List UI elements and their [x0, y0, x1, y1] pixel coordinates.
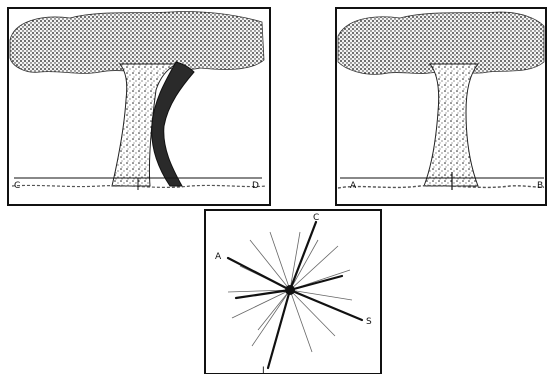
right-tree-canopy: [337, 11, 545, 75]
left-tree-branch: [151, 61, 195, 187]
root-i: [266, 288, 292, 370]
left-tree-trunk: [111, 63, 178, 187]
root-e: [288, 274, 344, 292]
left-label-c: C: [14, 181, 20, 191]
major-roots: [226, 220, 364, 370]
right-label-a: A: [350, 181, 357, 191]
bottom-label-i: I: [262, 366, 265, 374]
bottom-label-c: C: [313, 213, 319, 223]
right-ground: [337, 184, 545, 189]
root-w: [234, 288, 292, 300]
left-tree-canopy: [9, 11, 265, 74]
bottom-label-a: A: [215, 252, 222, 262]
left-ground: [11, 184, 267, 188]
minor-roots: [227, 231, 353, 353]
root-c: [288, 220, 318, 292]
right-tree-trunk: [423, 63, 480, 187]
right-panel: A B: [335, 7, 547, 206]
bottom-panel: C A S I: [204, 209, 382, 374]
bottom-label-s: S: [366, 317, 372, 327]
root-s: [288, 288, 364, 322]
left-label-d: D: [252, 181, 259, 191]
left-panel: C D: [7, 7, 271, 206]
right-label-b: B: [537, 181, 543, 191]
root-a: [226, 256, 292, 292]
trunk-base: [285, 285, 295, 295]
